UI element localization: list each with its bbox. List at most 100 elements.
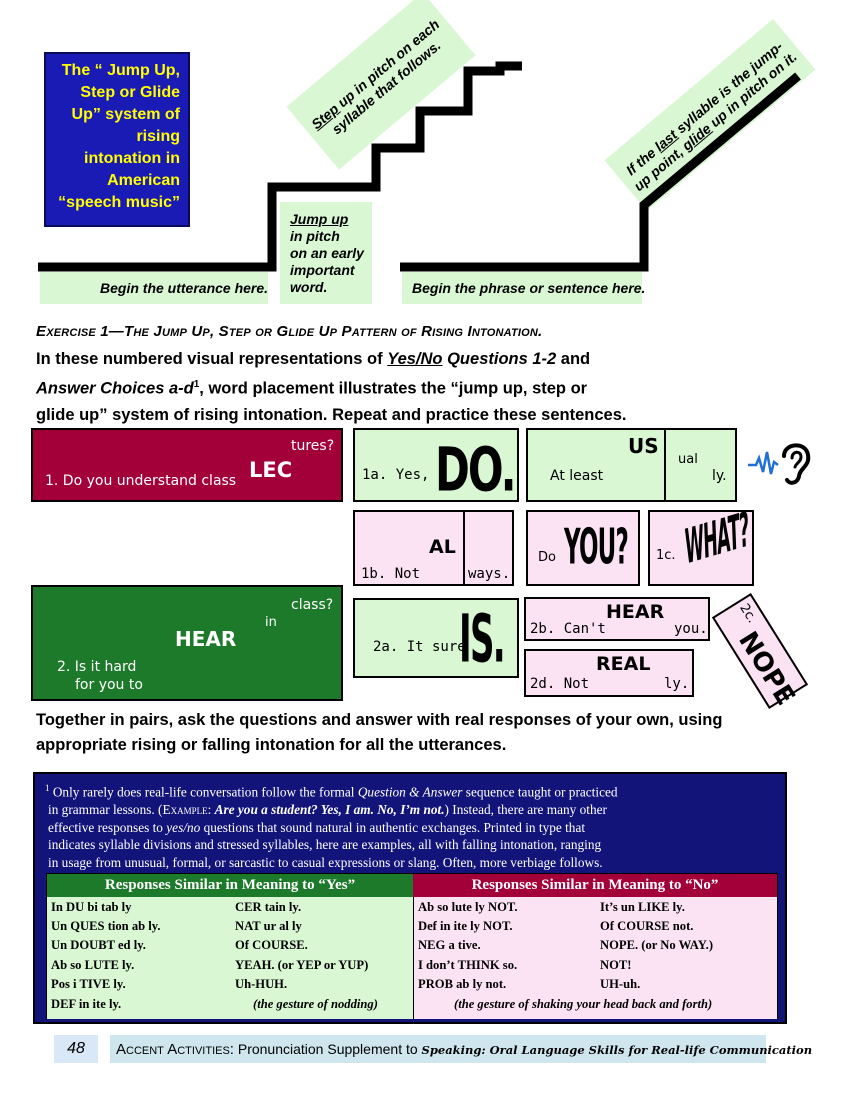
a2c-text: 2c. (736, 601, 760, 626)
a1b-divider (463, 512, 465, 584)
fn-line: in usage from unusual, formal, or sarcas… (48, 854, 603, 870)
no-item: NOT! (600, 958, 632, 972)
begin-phrase-label: Begin the phrase or sentence here. (412, 280, 646, 296)
runner-series: Accent Activities: (116, 1041, 234, 1058)
yes-item: Un DOUBT ed ly. (51, 938, 146, 952)
running-footer: Accent Activities: Pronunciation Supplem… (110, 1035, 812, 1063)
fn-line: effective responses to (48, 819, 167, 835)
fn-line: questions that sound natural in authenti… (200, 819, 586, 835)
responses-table: Responses Similar in Meaning to “Yes” Re… (46, 873, 778, 1019)
exercise-instructions: In these numbered visual representations… (36, 346, 826, 428)
instr-questions: Questions 1-2 (442, 350, 557, 368)
answer-2c-card: 2c. NOPE (711, 593, 809, 711)
jump-up-line: in pitch (290, 228, 340, 244)
begin-utterance-label: Begin the utterance here. (100, 280, 269, 296)
yes-item: Uh-HUH. (235, 977, 288, 991)
answer-usually-card: At least US ual ly. (526, 428, 737, 502)
answer-2a-card: 2a. It sure IS. (353, 598, 519, 678)
a2a-text: 2a. It sure (373, 639, 466, 655)
title-line: rising (136, 128, 180, 145)
a1a-stressed: DO. (435, 434, 517, 506)
footnote-marker: 1 (45, 783, 50, 793)
a2c-stressed: NOPE (732, 626, 801, 711)
a1c-stressed: WHAT? (684, 501, 750, 576)
yes-item: Pos i TIVE ly. (51, 977, 126, 991)
q2-text-2: for you to (75, 677, 143, 693)
do-you-text: Do (538, 550, 556, 565)
yes-item: NAT ur al ly (235, 919, 302, 933)
jump-up-line: on an early (290, 245, 364, 261)
diagram-title-box: The “ Jump Up, Step or Glide Up” system … (44, 52, 190, 227)
no-column: Ab so lute ly NOT. Def in ite ly NOT. NE… (413, 897, 777, 1019)
q1-stressed: LEC (249, 458, 293, 482)
yes-item: Un QUES tion ab ly. (51, 919, 161, 933)
answer-1c-card: 1c. WHAT? (648, 501, 754, 586)
glide-ramp (400, 72, 801, 272)
closing-instructions: Together in pairs, ask the questions and… (36, 711, 723, 754)
jump-up-label: Jump up in pitch on an early important w… (290, 211, 364, 296)
question-2-card: 2. Is it hard for you to HEAR in class? (31, 585, 343, 701)
usually-mid: ual (678, 452, 698, 467)
title-line: American (107, 172, 180, 189)
yes-item: CER tain ly. (235, 900, 302, 914)
no-item: It’s un LIKE ly. (600, 900, 685, 914)
fn-example: Example (162, 802, 208, 818)
a2d-end: ly. (664, 676, 690, 692)
q2-rise: class? (291, 597, 334, 613)
fn-line: indicates syllable divisions and stresse… (48, 837, 602, 853)
do-you-stressed: YOU? (564, 518, 629, 576)
a2b-text: 2b. Can't (530, 621, 606, 637)
title-line: Up” system of (71, 106, 180, 123)
instr-text: and (556, 350, 591, 368)
no-item: Of COURSE not. (600, 919, 694, 933)
title-line: The “ Jump Up, (61, 62, 180, 79)
answer-1b-card: 1b. Not AL ways. (353, 510, 514, 586)
yes-column: In DU bi tab ly Un QUES tion ab ly. Un D… (47, 897, 413, 1019)
stair-steps (38, 61, 522, 272)
a1b-text: 1b. Not (361, 566, 421, 582)
yes-item: YEAH. (or YEP or YUP) (235, 958, 369, 972)
runner-book-title: Speaking: Oral Language Skills for Real-… (421, 1043, 813, 1057)
instr-answers: Answer Choices a-d (36, 379, 194, 398)
yes-item: DEF in ite ly. (51, 997, 122, 1011)
footnote-ref: 1 (193, 379, 200, 390)
exercise-title: Exercise 1—The Jump Up, Step or Glide Up… (36, 323, 543, 340)
answer-do-you-card: Do YOU? (526, 510, 640, 586)
a1c-text: 1c. (656, 548, 676, 563)
yes-gesture: (the gesture of nodding) (253, 997, 378, 1011)
fn-line: Only rarely does real-life conversation … (49, 784, 358, 800)
no-item: Def in ite ly NOT. (418, 919, 513, 933)
fn-emph: yes/no (166, 819, 201, 835)
no-item: PROB ab ly not. (418, 977, 507, 991)
instr-text: In these numbered visual representations… (36, 350, 388, 368)
usually-text: At least (550, 468, 604, 484)
page-number: 48 (54, 1035, 98, 1063)
no-item: NOPE. (or No WAY.) (600, 938, 714, 952)
runner-text: Pronunciation Supplement to (233, 1041, 422, 1057)
a1b-stressed: AL (429, 536, 456, 558)
instr-text: glide up” system of rising intonation. R… (36, 405, 627, 424)
begin-utterance-box (40, 272, 268, 304)
q2-stressed: HEAR (175, 627, 237, 651)
no-item: UH-uh. (600, 977, 641, 991)
a2a-stressed: IS. (459, 602, 506, 678)
begin-phrase-box (402, 272, 642, 304)
answer-2d-card: 2d. Not REAL ly. (524, 649, 694, 697)
usually-end: ly. (712, 468, 727, 484)
question-1-card: 1. Do you understand class LEC tures? (31, 428, 343, 502)
a1a-text: 1a. Yes, I (362, 467, 447, 483)
yes-item: Ab so LUTE ly. (51, 958, 135, 972)
q2-mid: in (265, 615, 277, 630)
no-gesture: (the gesture of shaking your head back a… (454, 997, 713, 1011)
usually-stressed: US (628, 434, 659, 458)
jump-up-line: word. (290, 279, 328, 295)
ear-icon (748, 443, 811, 485)
instr-yesno: Yes/No (387, 350, 443, 368)
answer-2b-card: 2b. Can't HEAR you. (524, 597, 710, 641)
jump-up-box (280, 202, 372, 304)
no-item: Ab so lute ly NOT. (418, 900, 518, 914)
fn-line: sequence taught or practiced (462, 784, 618, 800)
fn-line: in grammar lessons. ( (48, 802, 163, 818)
no-item: I don’t THINK so. (418, 958, 518, 972)
fn-emph: Question & Answer (357, 784, 463, 800)
